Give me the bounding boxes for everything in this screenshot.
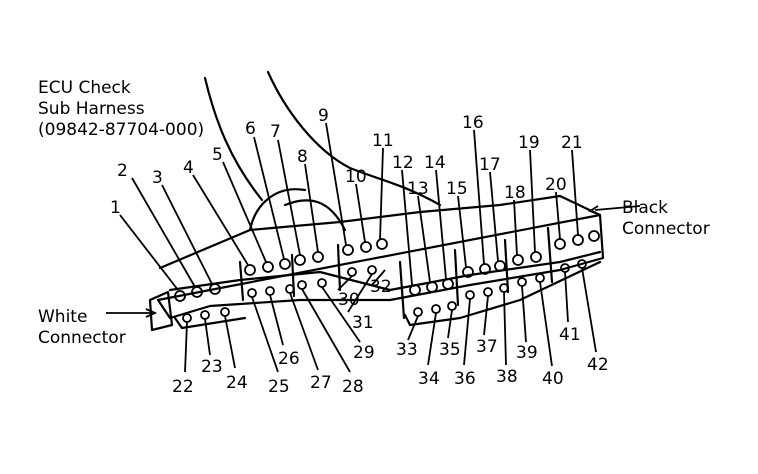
pin-label-16: 16	[462, 113, 484, 133]
pin-label-19: 19	[518, 133, 540, 153]
pin-label-5: 5	[212, 145, 223, 165]
black-connector-label: Black Connector	[622, 198, 710, 239]
black-connector-line-1: Black	[622, 198, 668, 218]
pin-label-9: 9	[318, 106, 329, 126]
pin-label-11: 11	[372, 131, 394, 151]
pin-label-24: 24	[226, 373, 248, 393]
leader-lines	[106, 122, 641, 373]
pin-label-37: 37	[476, 337, 498, 357]
pin-holes	[174, 230, 600, 323]
pin-labels: 1 2 3 4 5 6 7 8 9 10 11 12 13 14 15 16 1…	[110, 106, 609, 397]
pin-label-42: 42	[587, 355, 609, 375]
pin-label-13: 13	[407, 179, 429, 199]
white-connector-label: White Connector	[38, 307, 126, 348]
pin-label-27: 27	[310, 373, 332, 393]
pin-label-2: 2	[117, 161, 128, 181]
pin-label-25: 25	[268, 377, 290, 397]
pin-label-4: 4	[183, 158, 194, 178]
pin-label-36: 36	[454, 369, 476, 389]
pin-label-6: 6	[245, 119, 256, 139]
pin-label-3: 3	[152, 168, 163, 188]
pin-label-1: 1	[110, 198, 121, 218]
sub-harness-title: ECU Check Sub Harness (09842-87704-000)	[38, 78, 204, 140]
pin-label-33: 33	[396, 340, 418, 360]
pin-label-20: 20	[545, 175, 567, 195]
pin-label-34: 34	[418, 369, 440, 389]
pin-label-26: 26	[278, 349, 300, 369]
pin-label-41: 41	[559, 325, 581, 345]
title-line-1: ECU Check	[38, 78, 131, 98]
pin-label-40: 40	[542, 369, 564, 389]
pin-label-17: 17	[479, 155, 501, 175]
pin-label-38: 38	[496, 367, 518, 387]
pin-label-28: 28	[342, 377, 364, 397]
pin-label-14: 14	[424, 153, 446, 173]
pin-label-31: 31	[352, 313, 374, 333]
pin-label-32: 32	[370, 277, 392, 297]
pin-label-18: 18	[504, 183, 526, 203]
pin-label-22: 22	[172, 377, 194, 397]
pin-label-29: 29	[353, 343, 375, 363]
pin-label-35: 35	[439, 340, 461, 360]
pin-label-30: 30	[338, 290, 360, 310]
pin-label-15: 15	[446, 179, 468, 199]
pin-label-12: 12	[392, 153, 414, 173]
white-connector-line-1: White	[38, 307, 87, 327]
black-connector-line-2: Connector	[622, 219, 710, 239]
pin-label-10: 10	[345, 167, 367, 187]
pin-label-7: 7	[270, 122, 281, 142]
title-line-2: Sub Harness	[38, 99, 145, 119]
title-line-3: (09842-87704-000)	[38, 120, 204, 140]
pin-label-23: 23	[201, 357, 223, 377]
pin-label-21: 21	[561, 133, 583, 153]
white-connector-line-2: Connector	[38, 328, 126, 348]
pin-label-8: 8	[297, 147, 308, 167]
pin-label-39: 39	[516, 343, 538, 363]
